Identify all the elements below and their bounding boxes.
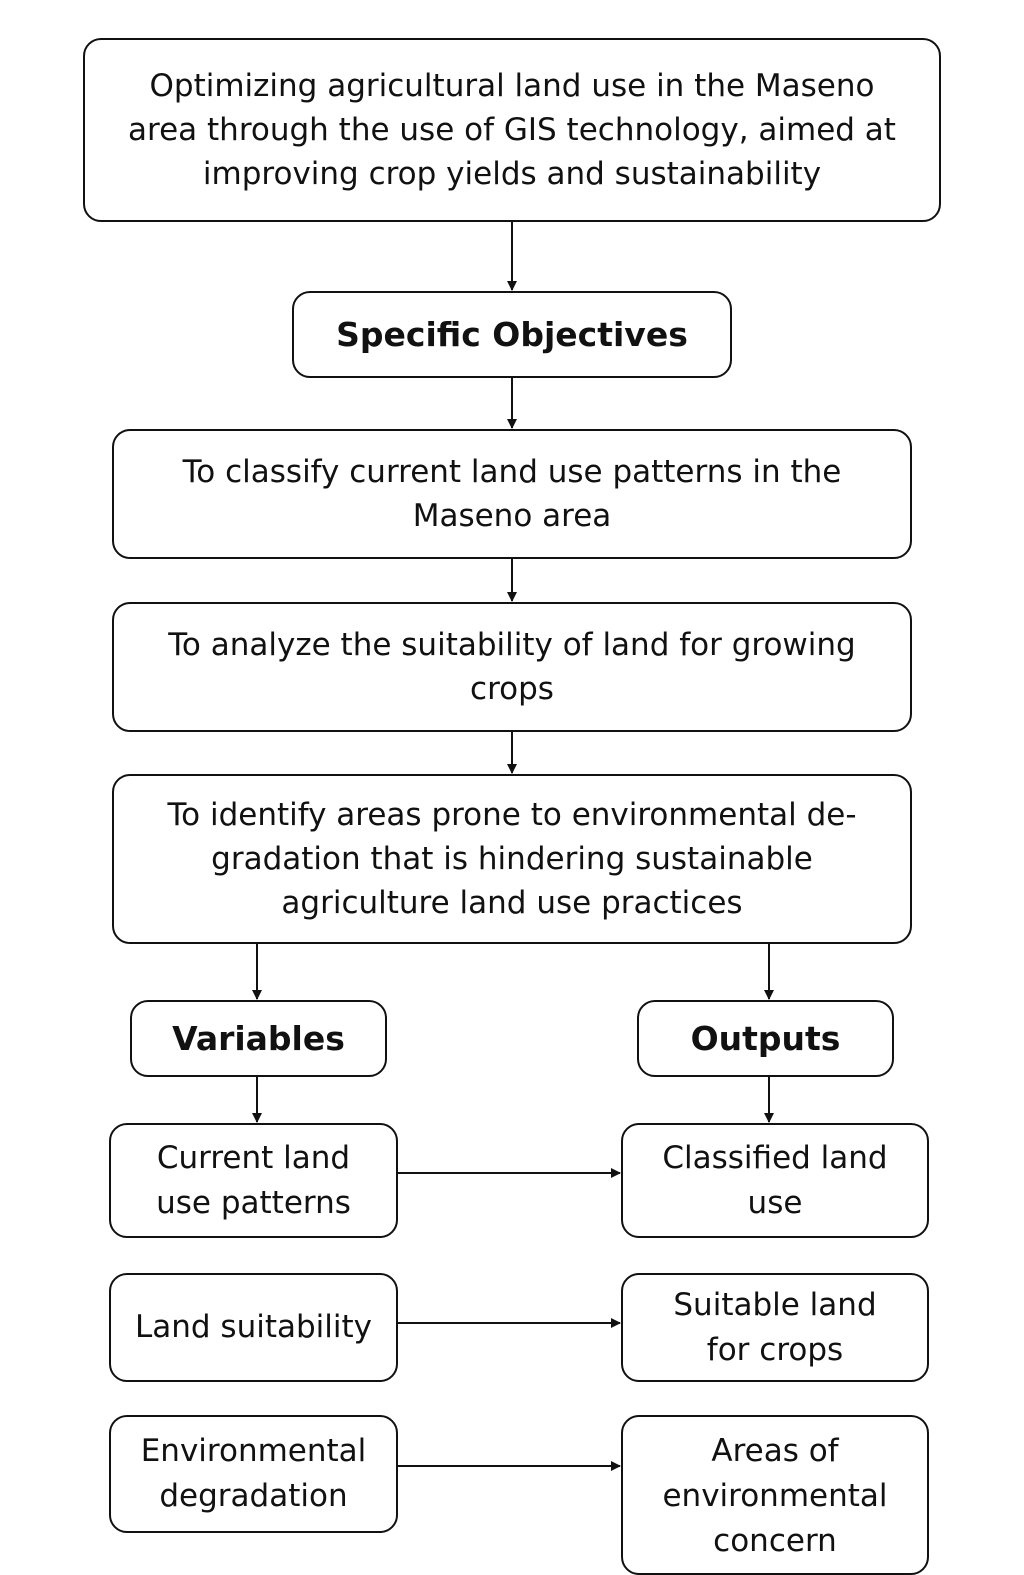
outputs-header: Outputs [637,1000,894,1077]
variable-text: Land suitability [134,1309,373,1345]
variable-text: Environmental degradation [140,1433,367,1514]
objective-box-degradation: To identify areas prone to environmental… [112,774,912,944]
specific-objectives-label: Specific Objectives [336,315,688,354]
objective-box-classify: To classify current land use patterns in… [112,429,912,559]
objective-box-suitability: To analyze the suitability of land for g… [112,602,912,732]
objective-text: To analyze the suitability of land for g… [168,627,856,707]
variables-header: Variables [130,1000,387,1077]
outputs-label: Outputs [690,1019,841,1058]
goal-text: Optimizing agricultural land use in the … [128,68,896,192]
variable-box-suitability: Land suitability [109,1273,398,1382]
variable-box-land-use: Current land use patterns [109,1123,398,1238]
objective-text: To identify areas prone to environmental… [167,797,857,921]
variable-box-degradation: Environmental degradation [109,1415,398,1533]
variable-text: Current land use patterns [156,1139,351,1221]
output-text: Areas of environmental concern [662,1433,888,1559]
output-text: Classified land use [662,1139,888,1221]
output-box-classified: Classified land use [621,1123,929,1238]
specific-objectives-header: Specific Objectives [292,291,732,378]
output-box-suitable: Suitable land for crops [621,1273,929,1382]
output-text: Suitable land for crops [673,1286,877,1368]
variables-label: Variables [172,1019,345,1058]
output-box-concern: Areas of environmental concern [621,1415,929,1575]
goal-box: Optimizing agricultural land use in the … [83,38,941,222]
objective-text: To classify current land use patterns in… [182,454,842,534]
